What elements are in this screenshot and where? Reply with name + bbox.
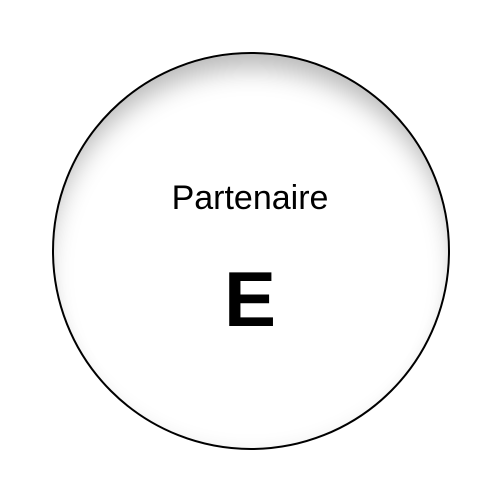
partner-badge-circle [52, 52, 450, 450]
partner-letter: E [223, 255, 277, 343]
partner-label: Partenaire [171, 179, 329, 217]
